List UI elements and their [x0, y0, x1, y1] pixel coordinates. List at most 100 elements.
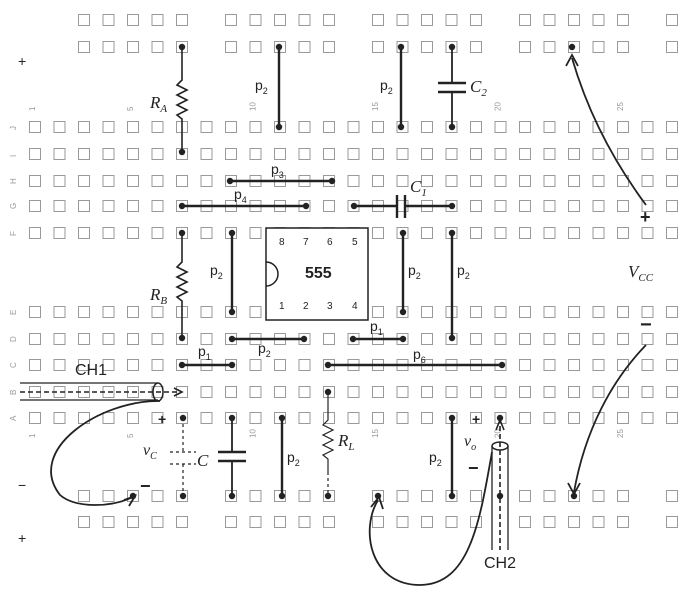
terminal-hole: [102, 200, 115, 212]
terminal-hole: [274, 386, 286, 398]
rail-hole: [372, 516, 384, 528]
terminal-hole: [617, 121, 629, 133]
terminal-hole: [641, 412, 654, 424]
terminal-hole: [592, 306, 605, 318]
terminal-hole: [592, 333, 605, 345]
terminal-hole: [421, 148, 433, 160]
jumper-wires: [182, 47, 502, 496]
rail-hole: [519, 14, 531, 26]
wire-end-dot: [178, 202, 186, 210]
terminal-hole: [127, 175, 139, 187]
terminal-hole: [519, 333, 531, 345]
wire-end-dot: [568, 43, 576, 51]
terminal-hole: [372, 412, 384, 424]
terminal-hole: [617, 227, 629, 239]
terminal-hole: [225, 121, 237, 133]
terminal-hole: [421, 306, 433, 318]
terminal-hole: [78, 148, 90, 160]
terminal-hole: [543, 227, 556, 239]
terminal-hole: [200, 306, 213, 318]
terminal-hole: [29, 200, 41, 212]
terminal-hole: [298, 359, 311, 371]
top-rail-plus-sign: +: [18, 53, 26, 69]
ic-pin-number: 6: [327, 237, 333, 248]
terminal-hole: [53, 175, 66, 187]
rail-hole: [617, 516, 629, 528]
terminal-hole: [249, 306, 262, 318]
terminal-hole: [641, 333, 654, 345]
terminal-hole: [249, 227, 262, 239]
terminal-hole: [78, 175, 90, 187]
ch2-probe: [368, 417, 509, 586]
rail-hole: [592, 516, 605, 528]
terminal-hole: [372, 227, 384, 239]
terminal-hole: [127, 412, 139, 424]
terminal-hole: [29, 121, 41, 133]
rail-hole: [470, 41, 482, 53]
terminal-hole: [127, 306, 139, 318]
terminal-hole: [151, 359, 164, 371]
label-p2-bottom-left: p2: [287, 449, 300, 468]
terminal-hole: [29, 306, 41, 318]
terminal-hole: [470, 121, 482, 133]
label-vo: vo: [464, 433, 476, 453]
terminal-hole: [347, 412, 360, 424]
column-number-bottom: 25: [616, 429, 625, 438]
rail-hole: [323, 41, 335, 53]
rail-hole: [102, 516, 115, 528]
terminal-hole: [543, 333, 556, 345]
terminal-hole: [543, 359, 556, 371]
terminal-hole: [396, 386, 409, 398]
terminal-hole: [568, 200, 580, 212]
wire-end-dots: [129, 43, 578, 500]
rail-hole: [470, 490, 482, 502]
terminal-hole: [249, 121, 262, 133]
terminal-hole: [347, 386, 360, 398]
terminal-hole: [53, 148, 66, 160]
terminal-hole: [494, 227, 507, 239]
row-letter: F: [9, 231, 18, 236]
terminal-hole: [396, 148, 409, 160]
wire-end-dot: [302, 202, 310, 210]
wire-end-dot: [397, 43, 405, 51]
terminal-hole: [396, 412, 409, 424]
rail-hole: [176, 516, 188, 528]
rail-hole: [445, 516, 458, 528]
rail-hole: [421, 14, 433, 26]
terminal-hole: [151, 175, 164, 187]
rail-hole: [543, 14, 556, 26]
wire-end-dot: [275, 123, 283, 131]
rail-hole: [568, 14, 580, 26]
wire-end-dot: [226, 177, 234, 185]
terminal-hole: [568, 386, 580, 398]
resistor-rl: [321, 392, 335, 472]
terminal-hole: [592, 386, 605, 398]
rail-hole: [151, 516, 164, 528]
rail-hole: [519, 41, 531, 53]
wire-end-dot: [278, 414, 286, 422]
label-p2-top-left: p2: [255, 77, 268, 96]
rail-hole: [102, 490, 115, 502]
rail-hole: [102, 14, 115, 26]
column-number-bottom: 5: [126, 433, 135, 438]
terminal-hole: [470, 148, 482, 160]
rail-hole: [225, 14, 237, 26]
terminal-hole: [568, 333, 580, 345]
terminal-hole: [151, 200, 164, 212]
rail-signs: + − +: [18, 53, 26, 546]
rail-hole: [78, 41, 90, 53]
terminal-hole: [470, 333, 482, 345]
terminal-hole: [568, 359, 580, 371]
row-letter: D: [9, 336, 18, 342]
rail-hole: [543, 490, 556, 502]
terminal-hole: [372, 175, 384, 187]
rail-hole: [151, 14, 164, 26]
terminal-hole: [470, 306, 482, 318]
terminal-hole: [127, 200, 139, 212]
wire-end-dot: [448, 334, 456, 342]
terminal-hole: [323, 333, 335, 345]
vcc-minus-sign: −: [640, 314, 652, 336]
